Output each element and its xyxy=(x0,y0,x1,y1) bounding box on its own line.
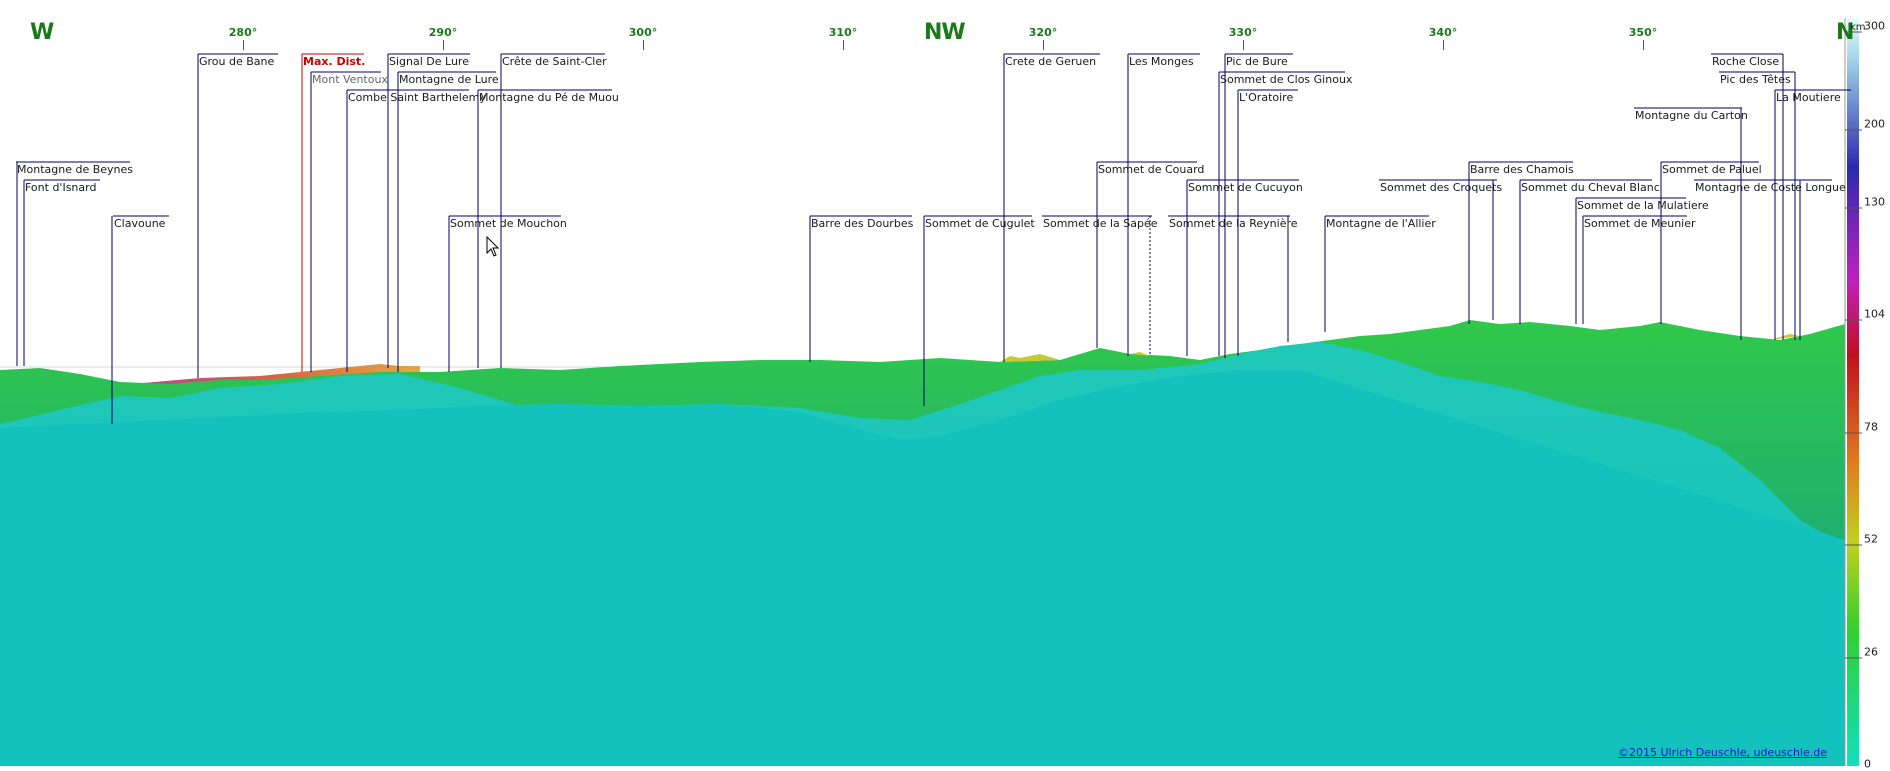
compass-w: W xyxy=(30,20,54,45)
peak-label[interactable]: Montagne du Pé de Muou xyxy=(479,91,619,104)
distance-scale-tick-label: 104 xyxy=(1864,307,1885,321)
peak-label[interactable]: Sommet de Cugulet xyxy=(925,217,1035,230)
peak-label[interactable]: Sommet de la Sapée xyxy=(1043,217,1158,230)
mouse-pointer-icon xyxy=(486,236,500,257)
peak-label[interactable]: La Moutiere xyxy=(1776,91,1841,104)
distance-scale-tick-label: 26 xyxy=(1864,645,1878,659)
peak-label[interactable]: Sommet de Mouchon xyxy=(450,217,567,230)
peak-label[interactable]: Pic de Bure xyxy=(1226,55,1288,68)
peak-label[interactable]: Sommet de Paluel xyxy=(1662,163,1762,176)
compass-tick xyxy=(443,40,444,50)
peak-label[interactable]: Barre des Dourbes xyxy=(811,217,914,230)
peak-label[interactable]: Les Monges xyxy=(1129,55,1194,68)
compass-degree-label: 320° xyxy=(1028,26,1058,39)
peak-label[interactable]: Sommet de Cucuyon xyxy=(1188,181,1303,194)
peak-label[interactable]: Sommet de la Reynière xyxy=(1169,217,1298,230)
compass-degree-label: 290° xyxy=(428,26,458,39)
peak-label[interactable]: Sommet de Couard xyxy=(1098,163,1205,176)
distance-scale-tick-label: 52 xyxy=(1864,532,1878,546)
distance-scale-tick-label: 200 xyxy=(1864,117,1885,131)
copyright-link[interactable]: ©2015 Ulrich Deuschle, udeuschle.de xyxy=(1618,746,1827,759)
peak-label[interactable]: Max. Dist. xyxy=(303,55,366,68)
peak-label[interactable]: Mont Ventoux xyxy=(312,73,388,86)
peak-label[interactable]: Barre des Chamois xyxy=(1470,163,1574,176)
compass-tick xyxy=(243,40,244,50)
compass-degree-label: 330° xyxy=(1228,26,1258,39)
peak-label[interactable]: Crête de Saint-Cler xyxy=(502,55,607,68)
peak-label[interactable]: Font d'Isnard xyxy=(25,181,97,194)
distance-scale-bar xyxy=(1847,18,1859,766)
peak-label[interactable]: Sommet des Croquets xyxy=(1380,181,1503,194)
peak-label[interactable]: Crete de Geruen xyxy=(1005,55,1097,68)
distance-scale-tick-label: 300 xyxy=(1864,19,1885,33)
peak-label[interactable]: Sommet du Cheval Blanc xyxy=(1521,181,1660,194)
distance-scale-tick-label: 78 xyxy=(1864,420,1878,434)
compass-tick xyxy=(1243,40,1244,50)
peak-label[interactable]: Roche Close xyxy=(1712,55,1780,68)
peak-label[interactable]: L'Oratoire xyxy=(1239,91,1294,104)
compass-tick xyxy=(643,40,644,50)
compass-degree-label: 280° xyxy=(228,26,258,39)
scale-unit-label: km xyxy=(1850,22,1866,33)
peak-label[interactable]: Montagne de l'Allier xyxy=(1326,217,1436,230)
peak-label[interactable]: Montagne du Carton xyxy=(1635,109,1748,122)
peak-label[interactable]: Combe Saint Barthelemy xyxy=(348,91,486,104)
distance-scale-tick-label: 130 xyxy=(1864,195,1885,209)
peak-label[interactable]: Montagne de Coste Longue xyxy=(1695,181,1846,194)
peak-label[interactable]: Pic des Têtes xyxy=(1720,73,1791,86)
compass-tick xyxy=(1043,40,1044,50)
peak-label[interactable]: Montagne de Lure xyxy=(399,73,499,86)
distance-scale-tick-label: 0 xyxy=(1864,757,1871,771)
compass-tick xyxy=(1643,40,1644,50)
peak-label[interactable]: Sommet de la Mulatiere xyxy=(1577,199,1709,212)
compass-degree-label: 350° xyxy=(1628,26,1658,39)
compass-tick xyxy=(1443,40,1444,50)
peak-label[interactable]: Sommet de Clos Ginoux xyxy=(1220,73,1353,86)
compass-nw: NW xyxy=(924,20,966,45)
peak-label[interactable]: Grou de Bane xyxy=(199,55,275,68)
peak-label[interactable]: Montagne de Beynes xyxy=(17,163,134,176)
compass-degree-label: 310° xyxy=(828,26,858,39)
peak-label[interactable]: Signal De Lure xyxy=(389,55,469,68)
peak-label[interactable]: Sommet de Meunier xyxy=(1584,217,1696,230)
compass-degree-label: 340° xyxy=(1428,26,1458,39)
compass-degree-label: 300° xyxy=(628,26,658,39)
compass-tick xyxy=(843,40,844,50)
compass-n: N xyxy=(1836,20,1854,45)
peak-label[interactable]: Clavoune xyxy=(114,217,166,230)
